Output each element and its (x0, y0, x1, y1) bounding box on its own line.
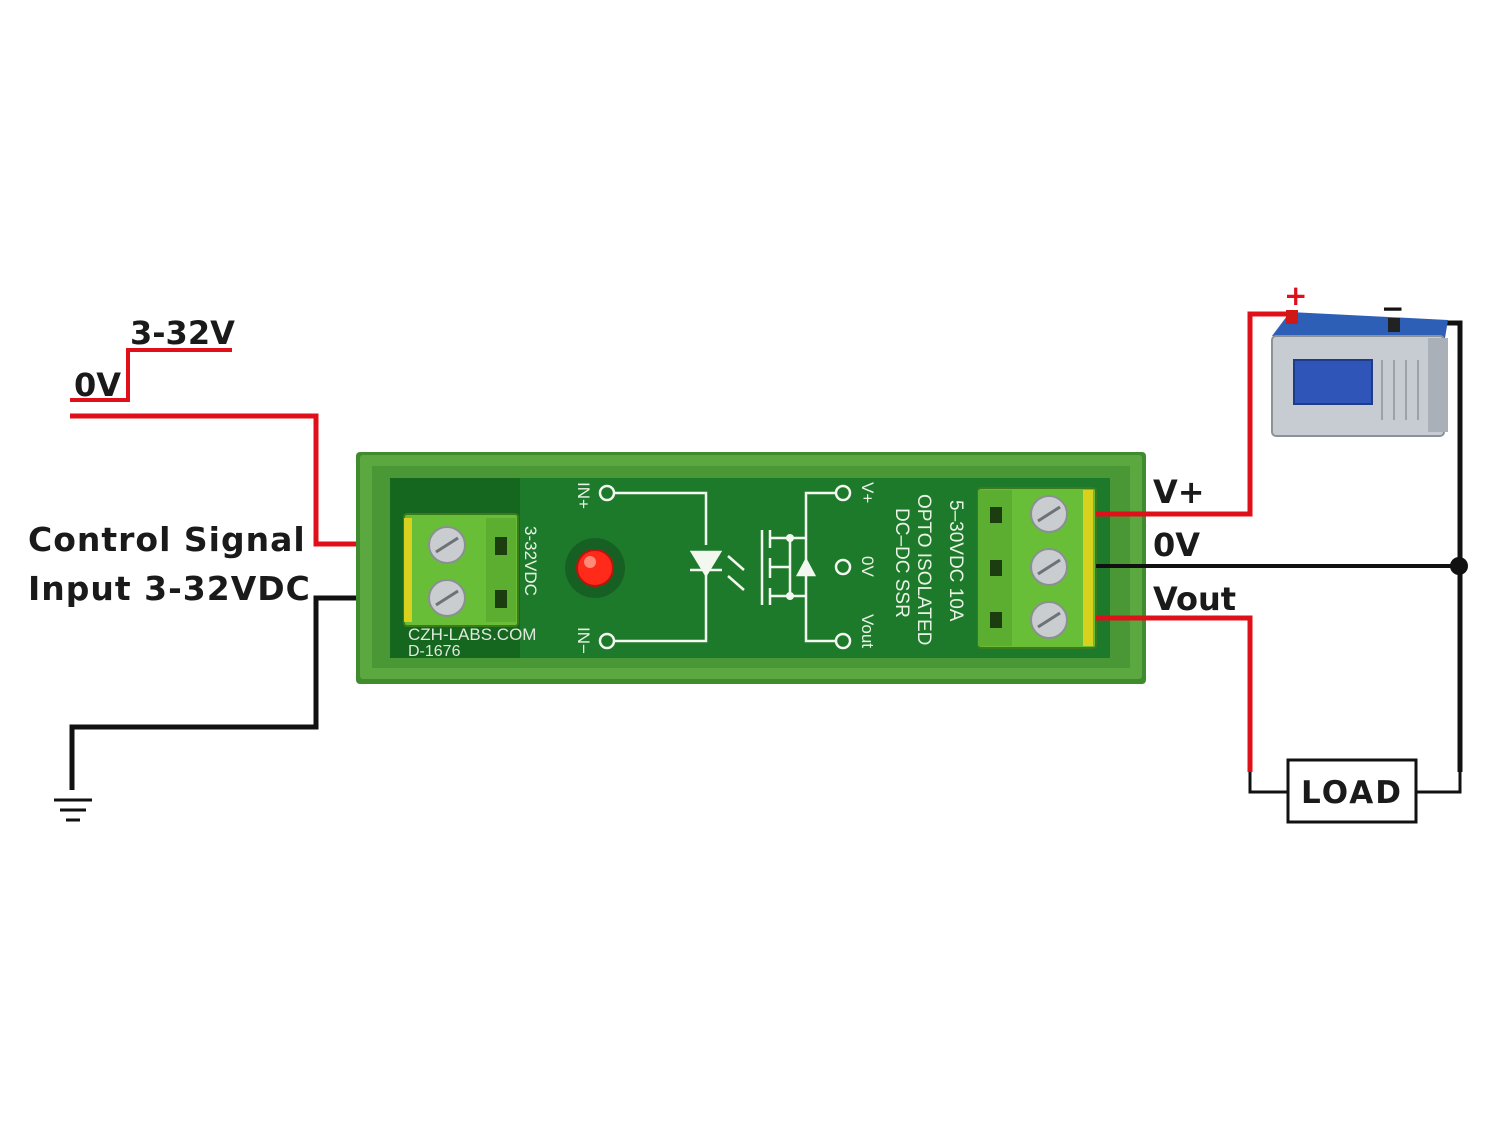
ground-icon (54, 798, 92, 822)
pin-in-minus-label: IN− (574, 627, 593, 654)
pin-vplus-label: V+ (858, 482, 877, 503)
status-led (576, 549, 614, 587)
output-vplus-label: V+ (1153, 473, 1205, 511)
ssr-module: 3-32VDC CZH-LABS.COM D-1676 (356, 452, 1146, 684)
control-signal-label: Control Signal (28, 520, 306, 559)
vplus-wire (1096, 311, 1292, 517)
input-voltage-label: 3-32VDC (521, 526, 540, 596)
junction-dot (1450, 557, 1468, 575)
signal-low-label: 0V (74, 366, 121, 404)
signal-waveform: 0V 3-32V (70, 314, 235, 404)
battery-minus-label: − (1381, 292, 1404, 325)
battery-plus-label: + (1284, 279, 1307, 312)
maker-label: CZH-LABS.COM (408, 625, 536, 644)
input-terminal-block (403, 513, 519, 627)
part-number-label: D-1676 (408, 643, 461, 660)
output-0v-label: 0V (1153, 526, 1200, 564)
pin-vout-label: Vout (858, 614, 877, 648)
load-box: LOAD (1286, 758, 1418, 824)
signal-high-label: 3-32V (130, 314, 235, 352)
output-vout-label: Vout (1153, 580, 1236, 618)
vout-wire (1096, 615, 1253, 772)
load-label: LOAD (1301, 775, 1403, 811)
ssr-schematic (598, 484, 852, 650)
battery-positive-terminal (1286, 310, 1298, 324)
load-wire-right (1416, 772, 1462, 794)
control-input-label: Input 3-32VDC (28, 569, 311, 608)
battery-icon (1271, 310, 1448, 437)
module-title-line2: OPTO ISOLATED (913, 494, 934, 645)
output-terminal-block (977, 487, 1097, 649)
module-title-line1: 5–30VDC 10A (945, 500, 966, 622)
module-title-line3: DC–DC SSR (891, 508, 912, 618)
pin-in-plus-label: IN+ (574, 482, 593, 509)
load-wire-left (1248, 772, 1288, 794)
control-wire-negative (69, 595, 410, 790)
pin-0v-label: 0V (858, 556, 877, 577)
battery-negative-terminal (1388, 318, 1400, 332)
